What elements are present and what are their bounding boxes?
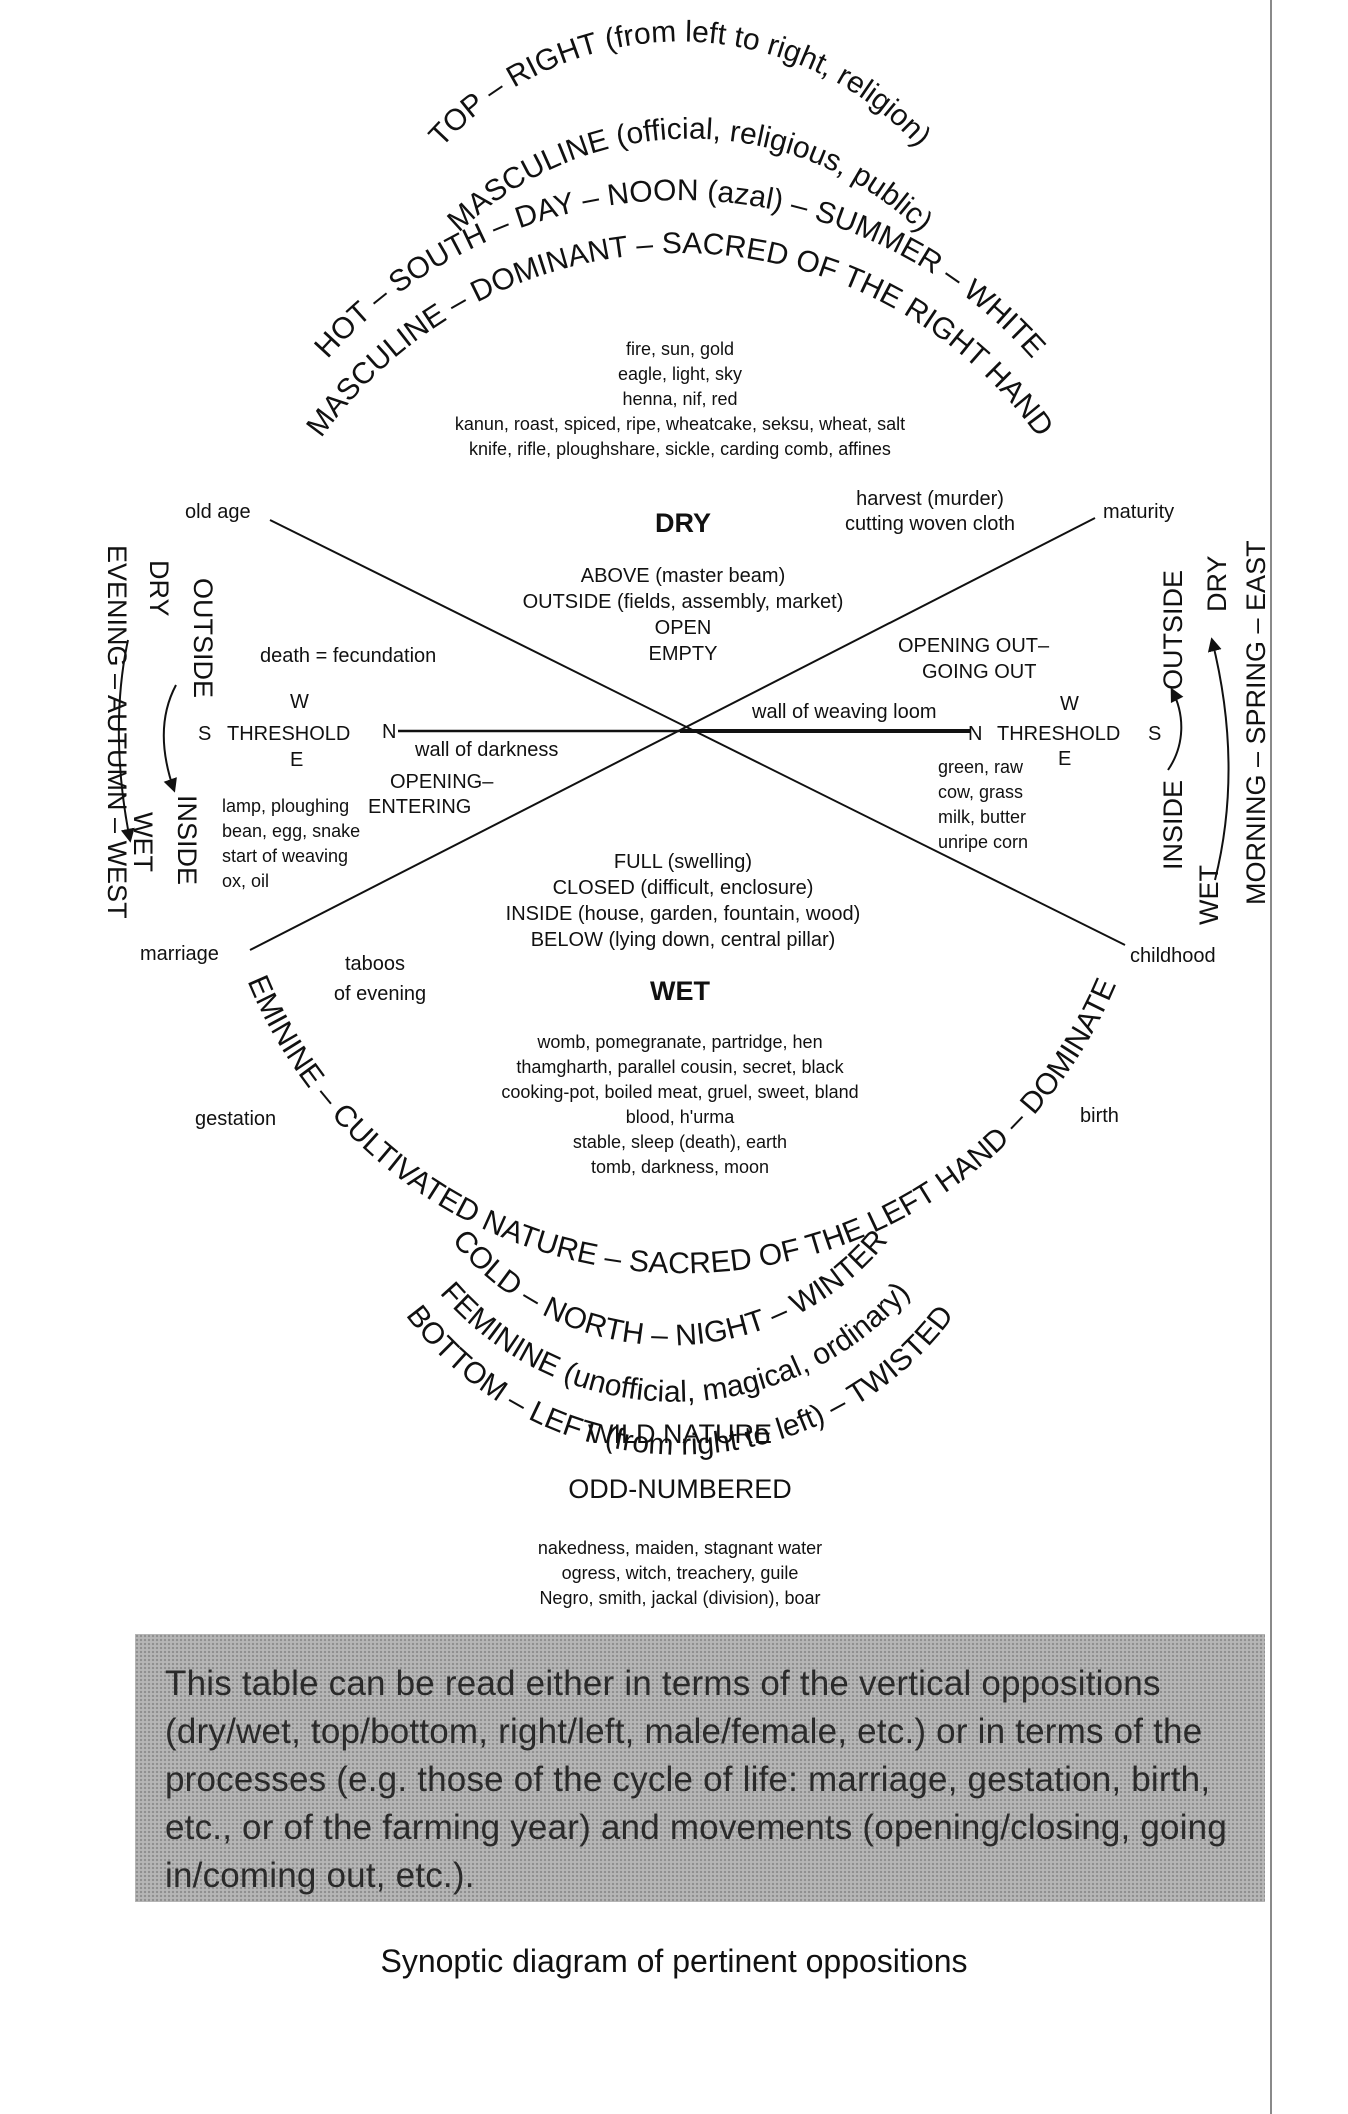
corner-gestation: gestation: [195, 1108, 276, 1130]
opening-entering-2: ENTERING: [368, 796, 471, 818]
harvest-line: cutting woven cloth: [845, 513, 1015, 535]
right-threshold-w: W: [1060, 693, 1079, 715]
left-item: start of weaving: [222, 846, 348, 866]
harvest-note: harvest (murder) cutting woven cloth: [845, 488, 1015, 535]
right-threshold-s: S: [1148, 723, 1161, 745]
taboos-2: of evening: [334, 983, 426, 1005]
wet-lines: FULL (swelling) CLOSED (difficult, enclo…: [506, 851, 861, 951]
corner-marriage: marriage: [140, 943, 219, 965]
wet-item: blood, h'urma: [626, 1107, 735, 1127]
right-inside: INSIDE: [1158, 780, 1188, 870]
left-threshold-s: S: [198, 723, 211, 745]
taboos-1: taboos: [345, 953, 405, 975]
top-item: henna, nif, red: [622, 389, 737, 409]
death-fecundation: death = fecundation: [260, 645, 436, 667]
figure-caption: Synoptic diagram of pertinent opposition…: [380, 1943, 968, 1979]
left-threshold-w: W: [290, 691, 309, 713]
top-item: knife, rifle, ploughshare, sickle, cardi…: [469, 439, 891, 459]
left-threshold-n: N: [382, 721, 396, 743]
right-arrow-wet-dry: [1207, 637, 1230, 881]
wet-line: INSIDE (house, garden, fountain, wood): [506, 903, 861, 925]
top-item: fire, sun, gold: [626, 339, 734, 359]
opening-out-2: GOING OUT: [922, 661, 1036, 683]
left-arrow-outside-inside: [162, 684, 177, 793]
dry-line: ABOVE (master beam): [581, 565, 786, 587]
right-outside: OUTSIDE: [1158, 570, 1188, 690]
bottom-item: Negro, smith, jackal (division), boar: [539, 1588, 820, 1608]
left-item: bean, egg, snake: [222, 821, 360, 841]
wet-line: FULL (swelling): [614, 851, 752, 873]
bottom-item: ogress, witch, treachery, guile: [562, 1563, 799, 1583]
page-margin-rule: [1270, 0, 1272, 2114]
right-item: green, raw: [938, 757, 1024, 777]
right-dry: DRY: [1202, 555, 1232, 612]
left-inside: INSIDE: [172, 795, 202, 885]
top-items: fire, sun, gold eagle, light, sky henna,…: [455, 339, 905, 459]
right-threshold-e: E: [1058, 748, 1071, 770]
wet-item: stable, sleep (death), earth: [573, 1132, 787, 1152]
top-item: eagle, light, sky: [618, 364, 742, 384]
wet-title: WET: [650, 976, 710, 1006]
left-dry: DRY: [144, 560, 174, 617]
wall-of-darkness: wall of darkness: [414, 739, 558, 761]
left-threshold-label: THRESHOLD: [227, 723, 350, 745]
left-evening-autumn-west: EVENING – AUTUMN – WEST: [102, 545, 132, 919]
right-arrow-inside-outside: [1167, 687, 1184, 771]
right-threshold-n: N: [968, 723, 982, 745]
wet-item: thamgharth, parallel cousin, secret, bla…: [516, 1057, 844, 1077]
right-items: green, raw cow, grass milk, butter unrip…: [938, 757, 1028, 852]
wet-item: tomb, darkness, moon: [591, 1157, 769, 1177]
dry-line: EMPTY: [649, 643, 718, 665]
wet-item: cooking-pot, boiled meat, gruel, sweet, …: [501, 1082, 858, 1102]
left-item: lamp, ploughing: [222, 796, 349, 816]
bottom-items: nakedness, maiden, stagnant water ogress…: [538, 1538, 822, 1608]
dry-line: OUTSIDE (fields, assembly, market): [523, 591, 844, 613]
odd-numbered: ODD-NUMBERED: [568, 1474, 792, 1504]
right-wet: WET: [1194, 865, 1224, 925]
left-arrow-dry-wet: [117, 639, 135, 843]
corner-maturity: maturity: [1103, 501, 1174, 523]
opening-out-1: OPENING OUT–: [898, 635, 1050, 657]
right-threshold-label: THRESHOLD: [997, 723, 1120, 745]
right-item: unripe corn: [938, 832, 1028, 852]
corner-childhood: childhood: [1130, 945, 1216, 967]
right-item: milk, butter: [938, 807, 1026, 827]
left-threshold-e: E: [290, 749, 303, 771]
top-item: kanun, roast, spiced, ripe, wheatcake, s…: [455, 414, 905, 434]
dry-line: OPEN: [655, 617, 712, 639]
wet-line: BELOW (lying down, central pillar): [531, 929, 836, 951]
wall-of-weaving-loom: wall of weaving loom: [751, 701, 937, 723]
wet-line: CLOSED (difficult, enclosure): [553, 877, 814, 899]
harvest-line: harvest (murder): [856, 488, 1004, 510]
bottom-item: nakedness, maiden, stagnant water: [538, 1538, 822, 1558]
wild-nature: WILD NATURE: [588, 1419, 772, 1449]
corner-old-age: old age: [185, 501, 251, 523]
left-outside: OUTSIDE: [188, 578, 218, 698]
right-item: cow, grass: [938, 782, 1023, 802]
wet-items: womb, pomegranate, partridge, hen thamgh…: [501, 1032, 858, 1177]
left-wet: WET: [128, 812, 158, 872]
right-morning-spring-east: MORNING – SPRING – EAST: [1241, 540, 1271, 905]
dry-lines: ABOVE (master beam) OUTSIDE (fields, ass…: [523, 565, 844, 665]
left-items: lamp, ploughing bean, egg, snake start o…: [222, 796, 360, 891]
corner-birth: birth: [1080, 1105, 1119, 1127]
opening-entering-1: OPENING–: [390, 771, 494, 793]
diagonal-marriage-maturity: [249, 517, 1096, 951]
left-item: ox, oil: [222, 871, 269, 891]
wet-item: womb, pomegranate, partridge, hen: [536, 1032, 822, 1052]
explanatory-note: This table can be read either in terms o…: [135, 1634, 1265, 1902]
dry-title: DRY: [655, 508, 711, 538]
